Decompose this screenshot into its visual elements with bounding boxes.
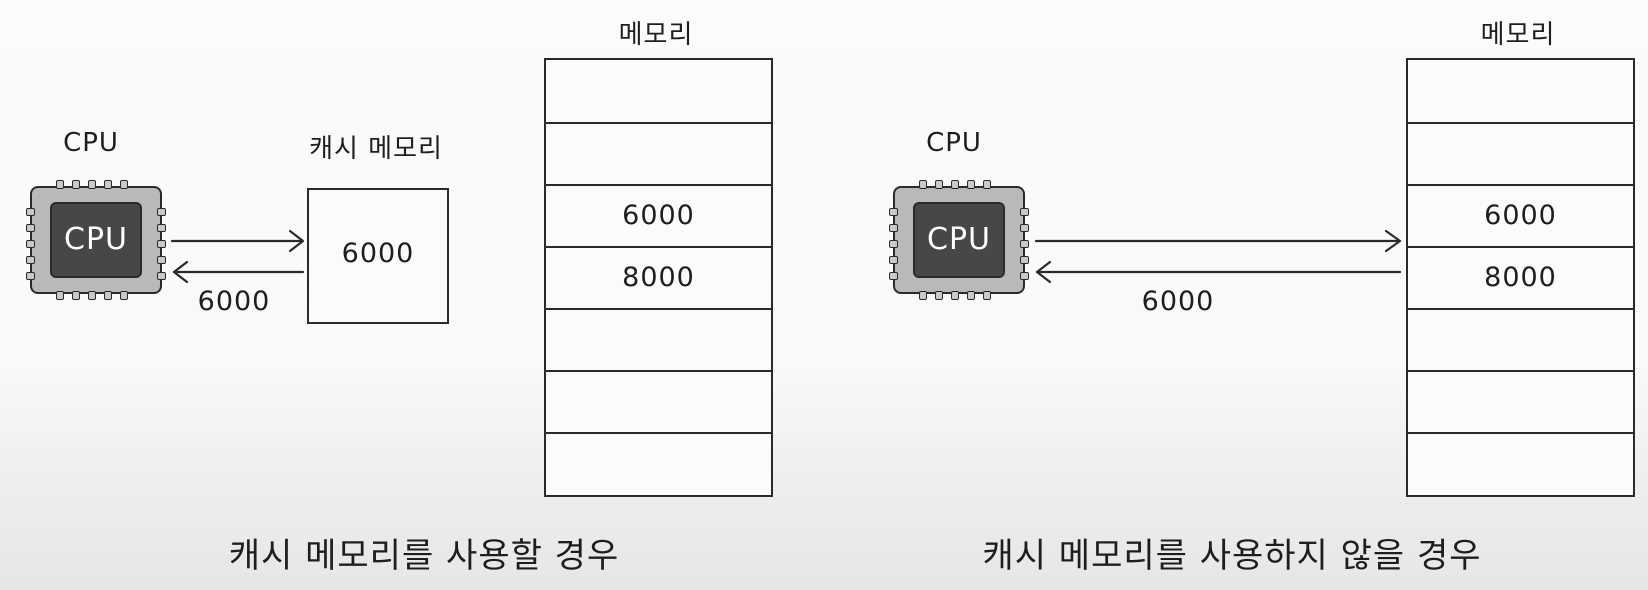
left-memory-slot xyxy=(546,308,771,370)
right-memory-slot xyxy=(1408,370,1633,432)
left-cpu-chip-text: CPU xyxy=(50,202,142,278)
right-caption: 캐시 메모리를 사용하지 않을 경우 xyxy=(982,536,1482,576)
right-cpu-chip-text: CPU xyxy=(913,202,1005,278)
left-response-arrow xyxy=(172,260,305,284)
left-memory-slot: 8000 xyxy=(546,246,771,308)
left-memory-slot xyxy=(546,122,771,184)
right-memory-slot xyxy=(1408,122,1633,184)
cache-memory-value: 6000 xyxy=(341,238,415,269)
right-memory-block: 6000 8000 xyxy=(1406,58,1635,497)
left-memory-block: 6000 8000 xyxy=(544,58,773,497)
right-response-arrow xyxy=(1035,260,1402,284)
right-memory-slot-value: 8000 xyxy=(1484,262,1557,293)
left-memory-slot xyxy=(546,370,771,432)
right-cpu-label: CPU xyxy=(926,128,982,158)
left-memory-slot: 6000 xyxy=(546,184,771,246)
left-cpu-label: CPU xyxy=(63,128,119,158)
right-memory-slot: 6000 xyxy=(1408,184,1633,246)
cache-memory-box: 6000 xyxy=(307,188,449,324)
right-return-value: 6000 xyxy=(1141,286,1215,317)
right-memory-slot xyxy=(1408,432,1633,494)
left-cache-label: 캐시 메모리 xyxy=(309,134,443,164)
right-memory-slot-value: 6000 xyxy=(1484,200,1557,231)
left-memory-label: 메모리 xyxy=(618,20,694,50)
left-memory-slot-value: 6000 xyxy=(622,200,695,231)
left-caption: 캐시 메모리를 사용할 경우 xyxy=(228,536,620,576)
right-request-arrow xyxy=(1034,229,1402,253)
left-return-value: 6000 xyxy=(197,286,271,317)
right-memory-label: 메모리 xyxy=(1480,20,1556,50)
left-memory-slot xyxy=(546,432,771,494)
left-memory-slot-value: 8000 xyxy=(622,262,695,293)
right-memory-slot xyxy=(1408,308,1633,370)
left-cpu-chip-icon: CPU xyxy=(26,180,166,300)
right-cpu-chip-icon: CPU xyxy=(889,180,1029,300)
left-request-arrow xyxy=(170,229,305,253)
right-memory-slot: 8000 xyxy=(1408,246,1633,308)
